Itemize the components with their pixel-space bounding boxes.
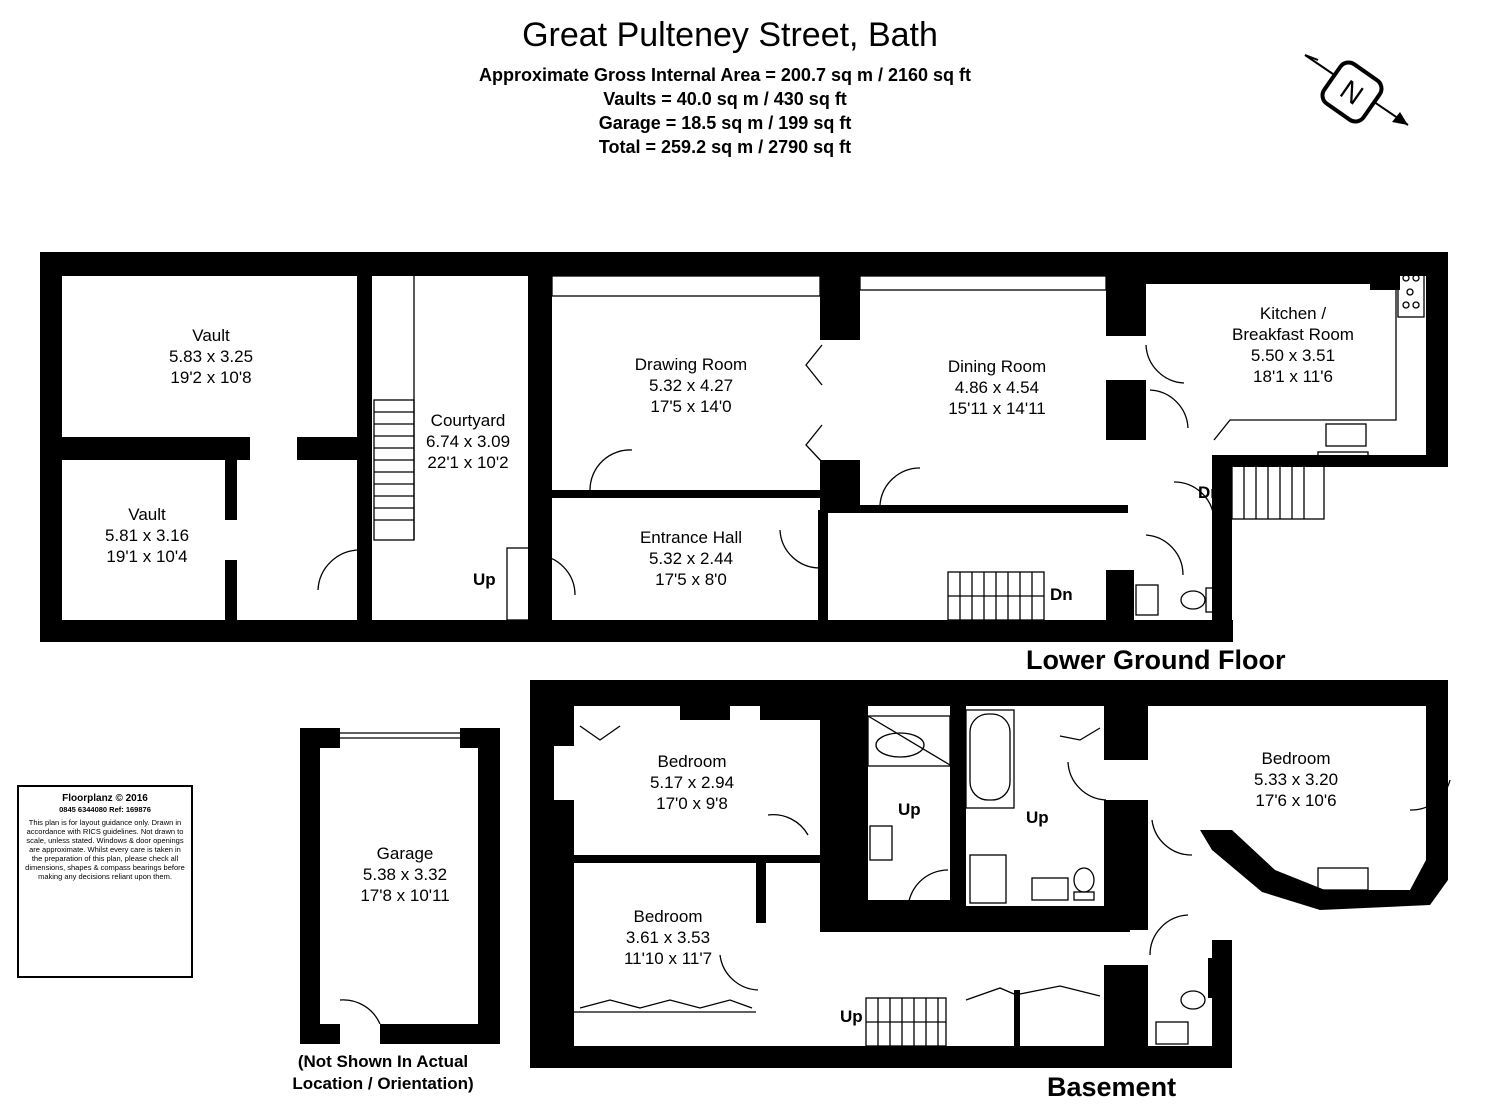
garage-walls <box>300 728 500 1044</box>
disclaimer-text: This plan is for layout guidance only. D… <box>25 818 185 881</box>
lower-ground-walls <box>40 252 1448 642</box>
room-dining-room: Dining Room 4.86 x 4.54 15'11 x 14'11 <box>947 357 1047 418</box>
room-kitchen-breakfast: Kitchen / Breakfast Room 5.50 x 3.51 18'… <box>1232 304 1354 386</box>
room-bedroom-2: Bedroom 3.61 x 3.53 11'10 x 11'7 <box>623 907 713 968</box>
plan-title: Great Pulteney Street, Bath <box>522 16 938 54</box>
courtyard-steps <box>373 399 415 541</box>
room-vault-lower: Vault 5.81 x 3.16 19'1 x 10'4 <box>104 505 190 566</box>
disclaimer-brand: Floorplanz © 2016 <box>62 793 148 804</box>
stair-up-courtyard: Up <box>473 570 496 589</box>
room-entrance-hall: Entrance Hall 5.32 x 2.44 17'5 x 8'0 <box>639 528 743 589</box>
room-vault-upper: Vault 5.83 x 3.25 19'2 x 10'8 <box>168 326 254 387</box>
north-arrow-icon <box>1304 54 1409 126</box>
stair-up-bath-1: Up <box>898 800 921 819</box>
room-bedroom-1: Bedroom 5.17 x 2.94 17'0 x 9'8 <box>649 752 735 813</box>
stair-down-hall: Dn <box>1050 585 1073 604</box>
gross-area-line: Approximate Gross Internal Area = 200.7 … <box>478 65 972 85</box>
stair-down-kitchen: Dn <box>1198 483 1221 502</box>
room-drawing-room: Drawing Room 5.32 x 4.27 17'5 x 14'0 <box>634 355 748 416</box>
room-bedroom-3: Bedroom 5.33 x 3.20 17'6 x 10'6 <box>1253 749 1339 810</box>
disclaimer-box: Floorplanz © 2016 0845 6344080 Ref: 1698… <box>17 785 193 978</box>
floor-label-lower-ground: Lower Ground Floor <box>1026 645 1286 675</box>
room-garage: Garage 5.38 x 3.32 17'8 x 10'11 <box>360 844 450 905</box>
disclaimer-ref: 0845 6344080 Ref: 169876 <box>59 805 151 814</box>
garage-area-line: Garage = 18.5 sq m / 199 sq ft <box>598 113 852 133</box>
garage-note: (Not Shown In Actual Location / Orientat… <box>292 1052 474 1093</box>
vaults-area-line: Vaults = 40.0 sq m / 430 sq ft <box>603 89 847 109</box>
total-area-line: Total = 259.2 sq m / 2790 sq ft <box>598 137 852 157</box>
floor-label-basement: Basement <box>1047 1072 1177 1102</box>
stair-up-basement: Up <box>840 1007 863 1026</box>
basement-walls <box>530 680 1448 1068</box>
stair-up-bath-2: Up <box>1026 808 1049 827</box>
room-courtyard: Courtyard 6.74 x 3.09 22'1 x 10'2 <box>425 411 511 472</box>
